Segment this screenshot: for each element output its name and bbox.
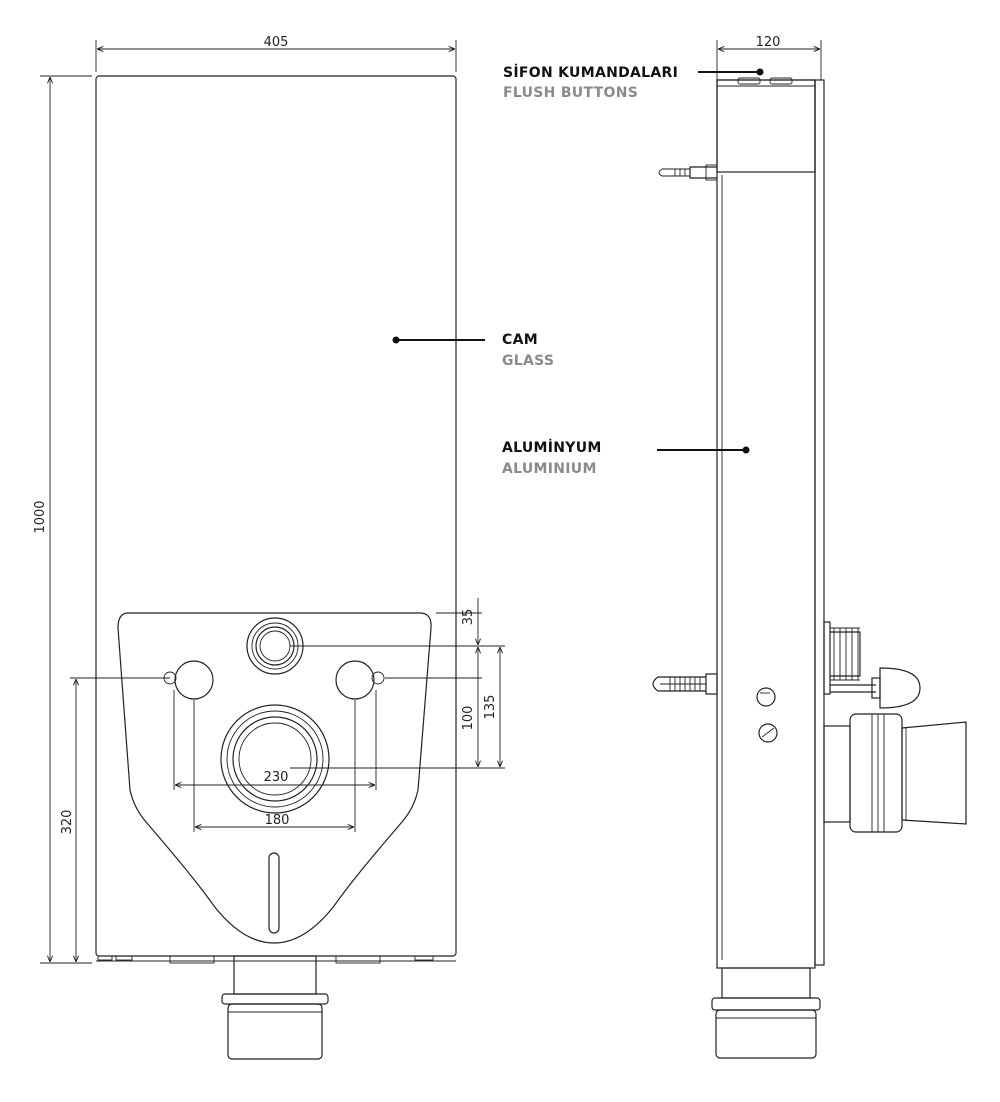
flush-label-tr: SİFON KUMANDALARI xyxy=(503,64,678,81)
front-view: 405 1000 320 xyxy=(33,35,554,1060)
dimension-bolt-outer-label: 230 xyxy=(264,770,289,785)
aluminium-label-en: ALUMINIUM xyxy=(502,461,597,477)
toilet-bowl-outline xyxy=(117,612,432,944)
dimension-width-label: 405 xyxy=(264,35,289,50)
dimension-bolt-height: 320 xyxy=(60,677,170,962)
label-aluminium: ALUMİNYUM ALUMINIUM xyxy=(502,439,750,477)
dimension-bolt-outer: 230 xyxy=(173,690,377,790)
flush-button-box xyxy=(716,79,816,173)
mounting-bolt-right xyxy=(335,660,385,700)
waste-outlet xyxy=(220,704,330,814)
bowl-slot xyxy=(268,852,280,934)
threaded-connector xyxy=(823,621,921,709)
dimension-top-inlet-label: 35 xyxy=(461,609,476,626)
dimension-right-stack: 35 100 135 xyxy=(290,598,505,769)
dimension-depth: 120 xyxy=(716,35,822,80)
drain-pipe-front xyxy=(221,955,329,1060)
dimension-inlet-outlet-label: 135 xyxy=(483,695,498,720)
label-glass: CAM GLASS xyxy=(392,332,554,369)
waste-connector xyxy=(823,713,967,833)
side-view: 120 xyxy=(502,35,967,1059)
dimension-inlet-bolts-label: 100 xyxy=(461,706,476,731)
water-inlet-middle xyxy=(652,673,718,695)
body-fittings xyxy=(756,687,778,743)
flush-buttons xyxy=(737,77,793,85)
panel-feet xyxy=(96,955,456,964)
mounting-bolt-left xyxy=(163,660,214,700)
dimension-depth-label: 120 xyxy=(756,35,781,50)
water-inlet-top xyxy=(658,164,718,181)
dimension-bolt-height-label: 320 xyxy=(60,810,75,835)
glass-label-tr: CAM xyxy=(502,332,538,348)
glass-label-en: GLASS xyxy=(502,353,554,369)
aluminium-label-tr: ALUMİNYUM xyxy=(502,439,602,456)
aluminium-body xyxy=(716,79,816,969)
dimension-height: 1000 xyxy=(33,75,92,964)
dimension-height-label: 1000 xyxy=(33,500,48,533)
dimension-width: 405 xyxy=(95,35,457,72)
flush-label-en: FLUSH BUTTONS xyxy=(503,85,638,101)
drain-pipe-side xyxy=(711,967,821,1059)
dimension-bolt-inner: 180 xyxy=(193,700,356,832)
label-flush: SİFON KUMANDALARI FLUSH BUTTONS xyxy=(503,64,764,101)
glass-profile xyxy=(814,79,825,966)
dimension-bolt-inner-label: 180 xyxy=(265,813,290,828)
